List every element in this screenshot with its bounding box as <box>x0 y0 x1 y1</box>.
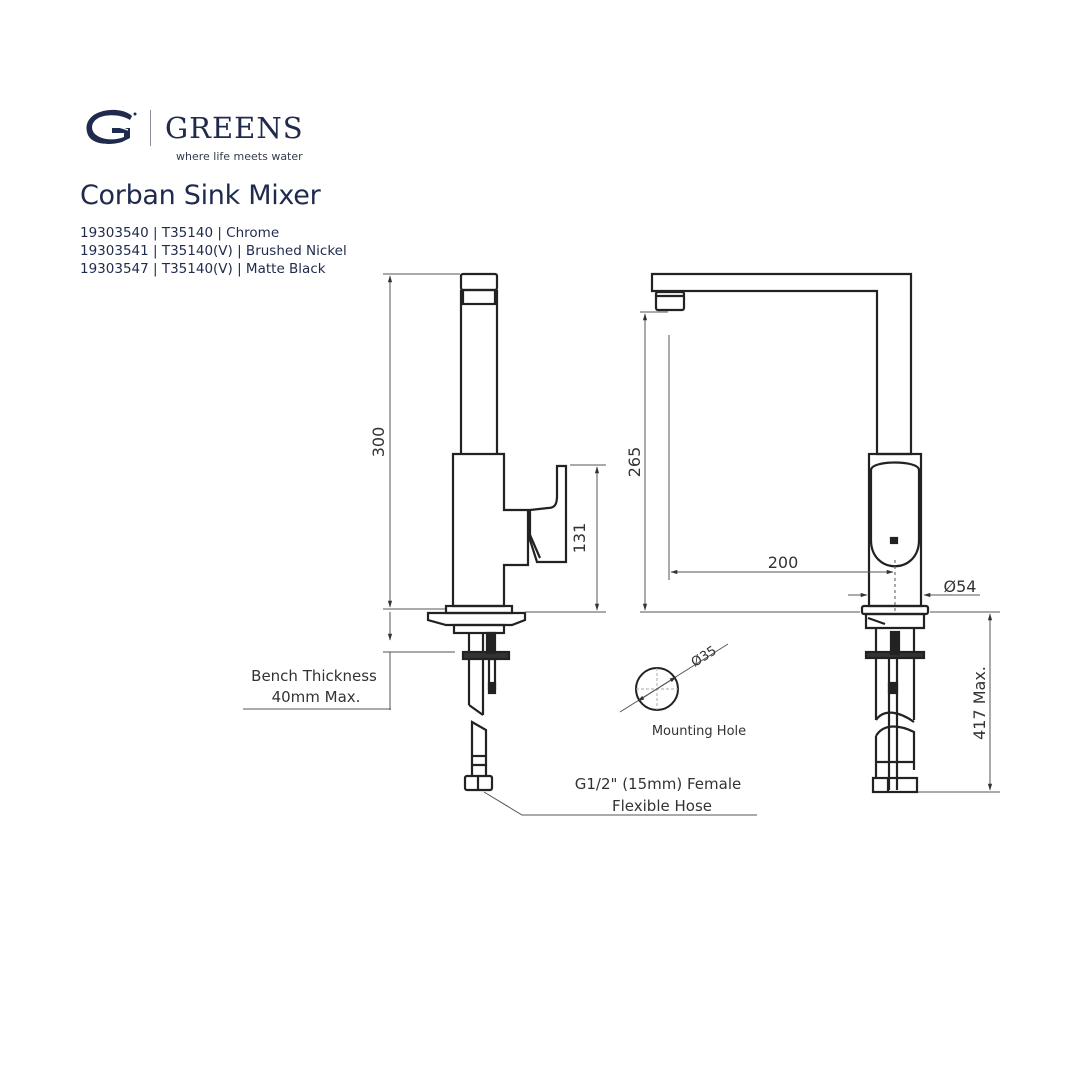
brand-header: GREENS <box>82 108 304 148</box>
greens-logo-icon <box>86 109 137 144</box>
handle-height-dimension: 131 <box>570 523 589 554</box>
brand-divider <box>150 110 151 146</box>
side-view-dimensions <box>243 273 757 816</box>
side-view <box>426 272 568 792</box>
variant-line: 19303540 | T35140 | Chrome <box>80 225 280 241</box>
below-bench-dimension: 417 Max. <box>970 666 989 740</box>
height-dimension: 300 <box>369 427 388 458</box>
spout-reach-dimension: 200 <box>768 553 799 572</box>
front-view-dimensions <box>640 311 1000 793</box>
hose-label: G1/2" (15mm) Female <box>575 775 741 793</box>
product-variants: 19303540 | T35140 | Chrome 19303541 | T3… <box>80 224 347 278</box>
brand-tagline: where life meets water <box>176 150 303 163</box>
bench-thickness-label: Bench Thickness <box>251 667 377 685</box>
mounting-hole-diameter: Ø35 <box>689 644 720 671</box>
hose-type-label: Flexible Hose <box>612 797 712 815</box>
mounting-hole-label: Mounting Hole <box>652 724 746 739</box>
body-diameter-dimension: Ø54 <box>944 577 977 596</box>
spout-height-dimension: 265 <box>625 447 644 478</box>
variant-line: 19303541 | T35140(V) | Brushed Nickel <box>80 243 347 259</box>
variant-line: 19303547 | T35140(V) | Matte Black <box>80 261 326 277</box>
mounting-hole-diagram <box>619 643 729 713</box>
product-title: Corban Sink Mixer <box>80 180 321 211</box>
brand-name: GREENS <box>165 111 304 145</box>
front-view <box>650 272 930 794</box>
bench-thickness-max: 40mm Max. <box>272 688 361 706</box>
